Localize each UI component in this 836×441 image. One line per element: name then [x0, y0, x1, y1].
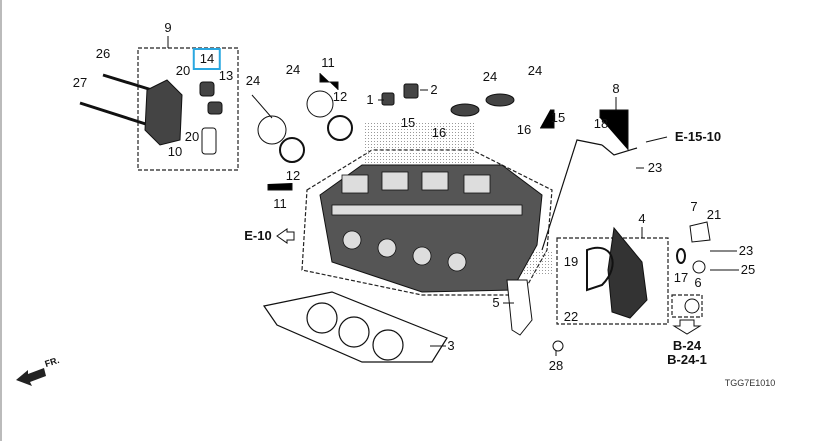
callout-12[interactable]: 12	[332, 89, 348, 104]
callout-18[interactable]: 18	[593, 116, 609, 131]
cylinder-head	[319, 164, 543, 293]
callout-2[interactable]: 2	[430, 82, 438, 97]
callout-3[interactable]: 3	[447, 338, 455, 353]
group-box-9	[137, 47, 239, 171]
ref-b-24[interactable]: B-24	[672, 338, 702, 353]
callout-15[interactable]: 15	[550, 110, 566, 125]
callout-26[interactable]: 26	[95, 46, 111, 61]
callout-16[interactable]: 16	[431, 125, 447, 140]
group-box-bolt	[671, 294, 703, 318]
callout-21[interactable]: 21	[706, 207, 722, 222]
callout-13[interactable]: 13	[218, 68, 234, 83]
callout-9[interactable]: 9	[164, 20, 172, 35]
callout-25[interactable]: 25	[740, 262, 756, 277]
callout-11[interactable]: 11	[321, 55, 335, 70]
callout-27[interactable]: 27	[72, 75, 88, 90]
ref-b-24-1[interactable]: B-24-1	[667, 352, 707, 367]
callout-23[interactable]: 23	[647, 160, 663, 175]
diagram-code: TGG7E1010	[724, 378, 776, 388]
callout-6[interactable]: 6	[694, 275, 702, 290]
callout-24[interactable]: 24	[527, 63, 543, 78]
callout-28[interactable]: 28	[548, 358, 564, 373]
ref-e-10[interactable]: E-10	[244, 228, 272, 243]
callout-17[interactable]: 17	[673, 270, 689, 285]
callout-19[interactable]: 19	[563, 254, 579, 269]
head-gasket	[262, 291, 448, 363]
callout-8[interactable]: 8	[612, 81, 620, 96]
callout-5[interactable]: 5	[492, 295, 500, 310]
callout-4[interactable]: 4	[638, 211, 646, 226]
e-10-arrow	[276, 228, 295, 244]
callout-24[interactable]: 24	[245, 73, 261, 88]
callout-20[interactable]: 20	[175, 63, 191, 78]
callout-15[interactable]: 15	[400, 115, 416, 130]
callout-24[interactable]: 24	[285, 62, 301, 77]
callout-24[interactable]: 24	[482, 69, 498, 84]
callout-12[interactable]: 12	[285, 168, 301, 183]
callout-11[interactable]: 11	[273, 196, 287, 211]
b-24-arrow	[672, 319, 702, 335]
callout-16[interactable]: 16	[516, 122, 532, 137]
callout-14-highlighted[interactable]: 14	[192, 48, 222, 70]
callout-10[interactable]: 10	[167, 144, 183, 159]
callout-20[interactable]: 20	[184, 129, 200, 144]
callout-22[interactable]: 22	[563, 309, 579, 324]
callout-23[interactable]: 23	[738, 243, 754, 258]
front-arrow-icon	[16, 368, 46, 386]
callout-1[interactable]: 1	[366, 92, 374, 107]
ref-e-15-10[interactable]: E-15-10	[674, 129, 722, 144]
callout-7[interactable]: 7	[690, 199, 698, 214]
